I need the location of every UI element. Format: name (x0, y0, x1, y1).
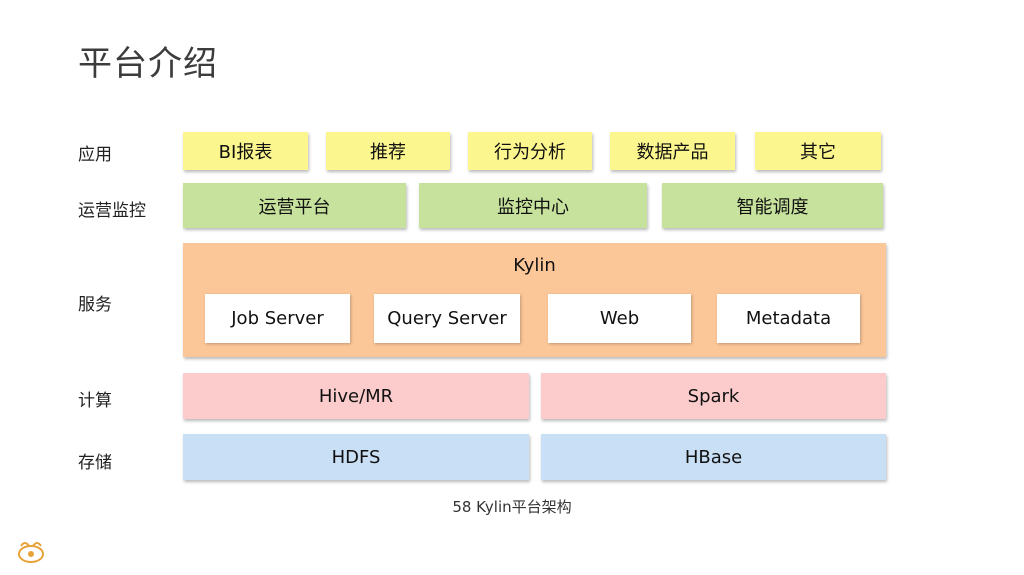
block-bi-report: BI报表 (183, 132, 308, 170)
block-job-server: Job Server (205, 294, 350, 343)
block-hbase: HBase (541, 434, 886, 480)
block-data-product: 数据产品 (610, 132, 735, 170)
block-monitor-center: 监控中心 (419, 183, 647, 228)
block-ops-platform: 运营平台 (183, 183, 406, 228)
bull-logo-icon (16, 538, 46, 564)
layer-label-operations: 运营监控 (78, 201, 146, 221)
block-hive-mr: Hive/MR (183, 373, 529, 419)
block-spark: Spark (541, 373, 886, 419)
block-smart-scheduling: 智能调度 (662, 183, 883, 228)
block-recommend: 推荐 (326, 132, 450, 170)
block-hdfs: HDFS (183, 434, 529, 480)
block-other: 其它 (755, 132, 881, 170)
layer-label-compute: 计算 (78, 391, 112, 411)
figure-caption: 58 Kylin平台架构 (452, 498, 572, 516)
block-metadata: Metadata (717, 294, 860, 343)
layer-label-application: 应用 (78, 145, 112, 165)
block-query-server: Query Server (374, 294, 520, 343)
block-behavior-analysis: 行为分析 (468, 132, 592, 170)
layer-label-storage: 存储 (78, 453, 112, 473)
block-web: Web (548, 294, 691, 343)
layer-label-service: 服务 (78, 295, 112, 315)
page-title: 平台介绍 (78, 44, 218, 84)
kylin-title: Kylin (513, 255, 556, 276)
